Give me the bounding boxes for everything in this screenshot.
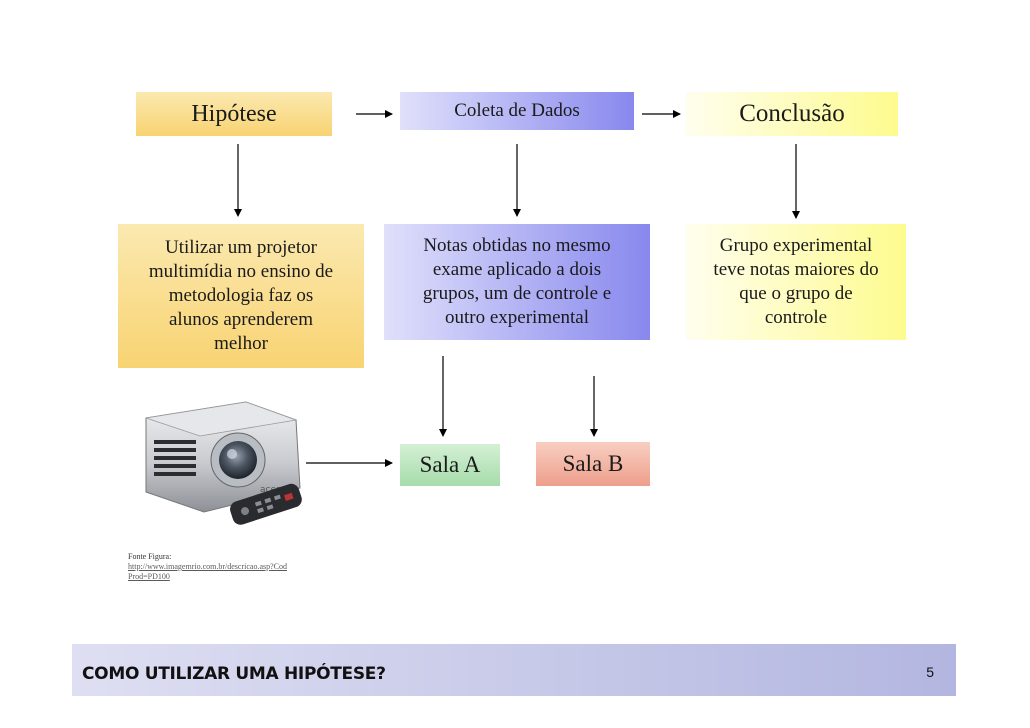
- svg-text:acer: acer: [260, 485, 280, 495]
- slide-title: COMO UTILIZAR UMA HIPÓTESE?: [82, 664, 386, 684]
- coleta-box: Coleta de Dados: [400, 92, 634, 130]
- hipotese-description: Utilizar um projetor multimídia no ensin…: [118, 224, 364, 368]
- conclusao-description: Grupo experimental teve notas maiores do…: [686, 224, 906, 340]
- sala-a-box: Sala A: [400, 444, 500, 486]
- coleta-description: Notas obtidas no mesmo exame aplicado a …: [384, 224, 650, 340]
- sala-b-box: Sala B: [536, 442, 650, 486]
- figure-source: Fonte Figura: http://www.imagemrio.com.b…: [128, 552, 288, 582]
- conclusao-box: Conclusão: [686, 92, 898, 136]
- page-number: 5: [926, 664, 934, 680]
- source-label: Fonte Figura:: [128, 552, 172, 561]
- projector-image: acer: [145, 401, 302, 525]
- remote-control-image: [230, 483, 302, 525]
- source-link[interactable]: http://www.imagemrio.com.br/descricao.as…: [128, 562, 287, 581]
- footer-bar: COMO UTILIZAR UMA HIPÓTESE? 5: [72, 644, 956, 696]
- hipotese-box: Hipótese: [136, 92, 332, 136]
